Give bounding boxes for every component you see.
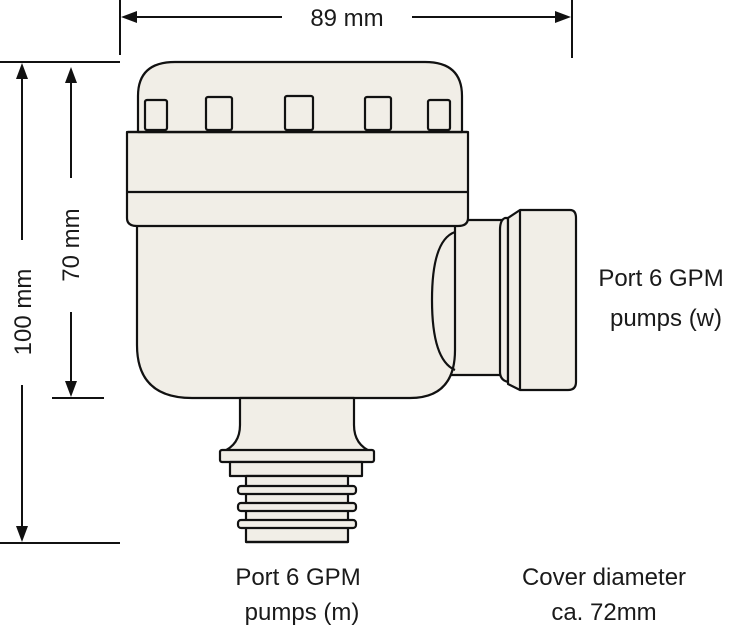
bottom-neck bbox=[220, 396, 374, 454]
width-label: 89 mm bbox=[310, 5, 383, 32]
height-total-arrow-bottom bbox=[16, 526, 28, 542]
housing-port-transition bbox=[430, 230, 456, 372]
bottom-nut-flange bbox=[218, 448, 376, 464]
bottom-port-label-line2: pumps (m) bbox=[245, 599, 360, 626]
width-dimension: 89 mm bbox=[119, 0, 573, 58]
cover-label-line1: Cover diameter bbox=[522, 564, 686, 591]
lower-housing bbox=[135, 220, 457, 400]
height-body-arrow-bottom bbox=[65, 381, 77, 397]
grip-tab-3 bbox=[283, 94, 315, 132]
height-body-arrow-top bbox=[65, 67, 77, 83]
bottom-thread bbox=[236, 474, 358, 544]
height-total-arrow-top bbox=[16, 63, 28, 79]
bottom-nut-collar bbox=[228, 460, 364, 478]
thread-ridge-1 bbox=[236, 484, 358, 496]
side-port-label-line1: Port 6 GPM bbox=[598, 265, 723, 292]
side-port-label: Port 6 GPM pumps (w) bbox=[598, 265, 723, 332]
cover-grip-tabs bbox=[143, 94, 452, 132]
grip-tab-1 bbox=[143, 98, 169, 132]
device-body bbox=[125, 60, 578, 544]
cover-diameter-label: Cover diameter ca. 72mm bbox=[522, 564, 686, 626]
bottom-port-label: Port 6 GPM pumps (m) bbox=[235, 564, 360, 626]
side-port-cap bbox=[506, 208, 578, 392]
grip-tab-2 bbox=[204, 95, 234, 132]
height-body-label: 70 mm bbox=[58, 208, 85, 281]
thread-ridge-3 bbox=[236, 518, 358, 530]
grip-tab-5 bbox=[426, 98, 452, 132]
thread-ridge-2 bbox=[236, 501, 358, 513]
side-port-ring bbox=[498, 216, 510, 384]
height-body-dimension: 70 mm bbox=[52, 67, 104, 399]
cover-band bbox=[125, 130, 470, 228]
height-total-dimension: 100 mm bbox=[0, 61, 120, 544]
side-port-label-line2: pumps (w) bbox=[610, 305, 722, 332]
cover-label-line2: ca. 72mm bbox=[551, 599, 656, 626]
bottom-port-label-line1: Port 6 GPM bbox=[235, 564, 360, 591]
grip-tab-4 bbox=[363, 95, 393, 132]
width-arrow-left bbox=[121, 11, 137, 23]
height-total-label: 100 mm bbox=[10, 269, 37, 356]
width-arrow-right bbox=[555, 11, 571, 23]
